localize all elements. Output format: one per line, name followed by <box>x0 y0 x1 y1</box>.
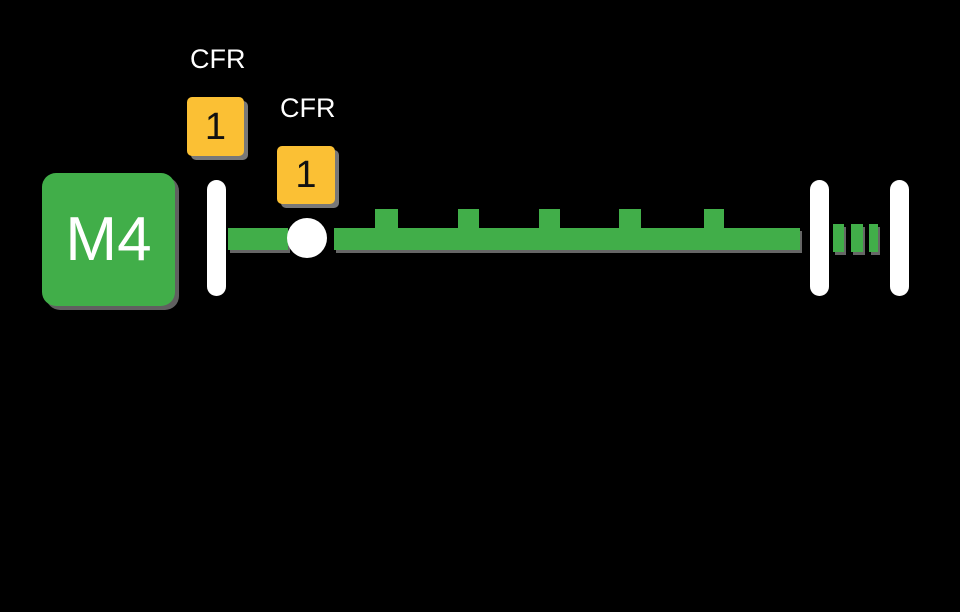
divider-bar-end <box>890 180 909 296</box>
cfr-badge-2-value: 1 <box>295 154 317 196</box>
cfr-badge-2[interactable]: 1 <box>277 146 335 204</box>
rail-segment-left-stub <box>228 228 288 250</box>
cfr-label-2: CFR <box>280 93 336 123</box>
cfr-badge-1-value: 1 <box>204 105 227 148</box>
cfr-badge-1[interactable]: 1 <box>187 97 244 156</box>
rail-bump <box>704 209 724 230</box>
rail-segment-tail-b <box>851 224 863 252</box>
rail-bump <box>458 209 479 230</box>
rail-segment-main <box>334 228 800 250</box>
module-tile-m4[interactable]: M4 <box>42 173 175 306</box>
rail-node-circle[interactable] <box>287 218 327 258</box>
cfr-label-1: CFR <box>190 44 246 74</box>
rail-bump <box>539 209 560 230</box>
rail-bump <box>375 209 398 230</box>
rail-segment-tail-c <box>869 224 878 252</box>
divider-bar-right <box>810 180 829 296</box>
rail-bump <box>619 209 641 230</box>
rail-segment-tail-a <box>833 224 844 252</box>
divider-bar-left <box>207 180 226 296</box>
module-tile-label: M4 <box>65 204 152 274</box>
